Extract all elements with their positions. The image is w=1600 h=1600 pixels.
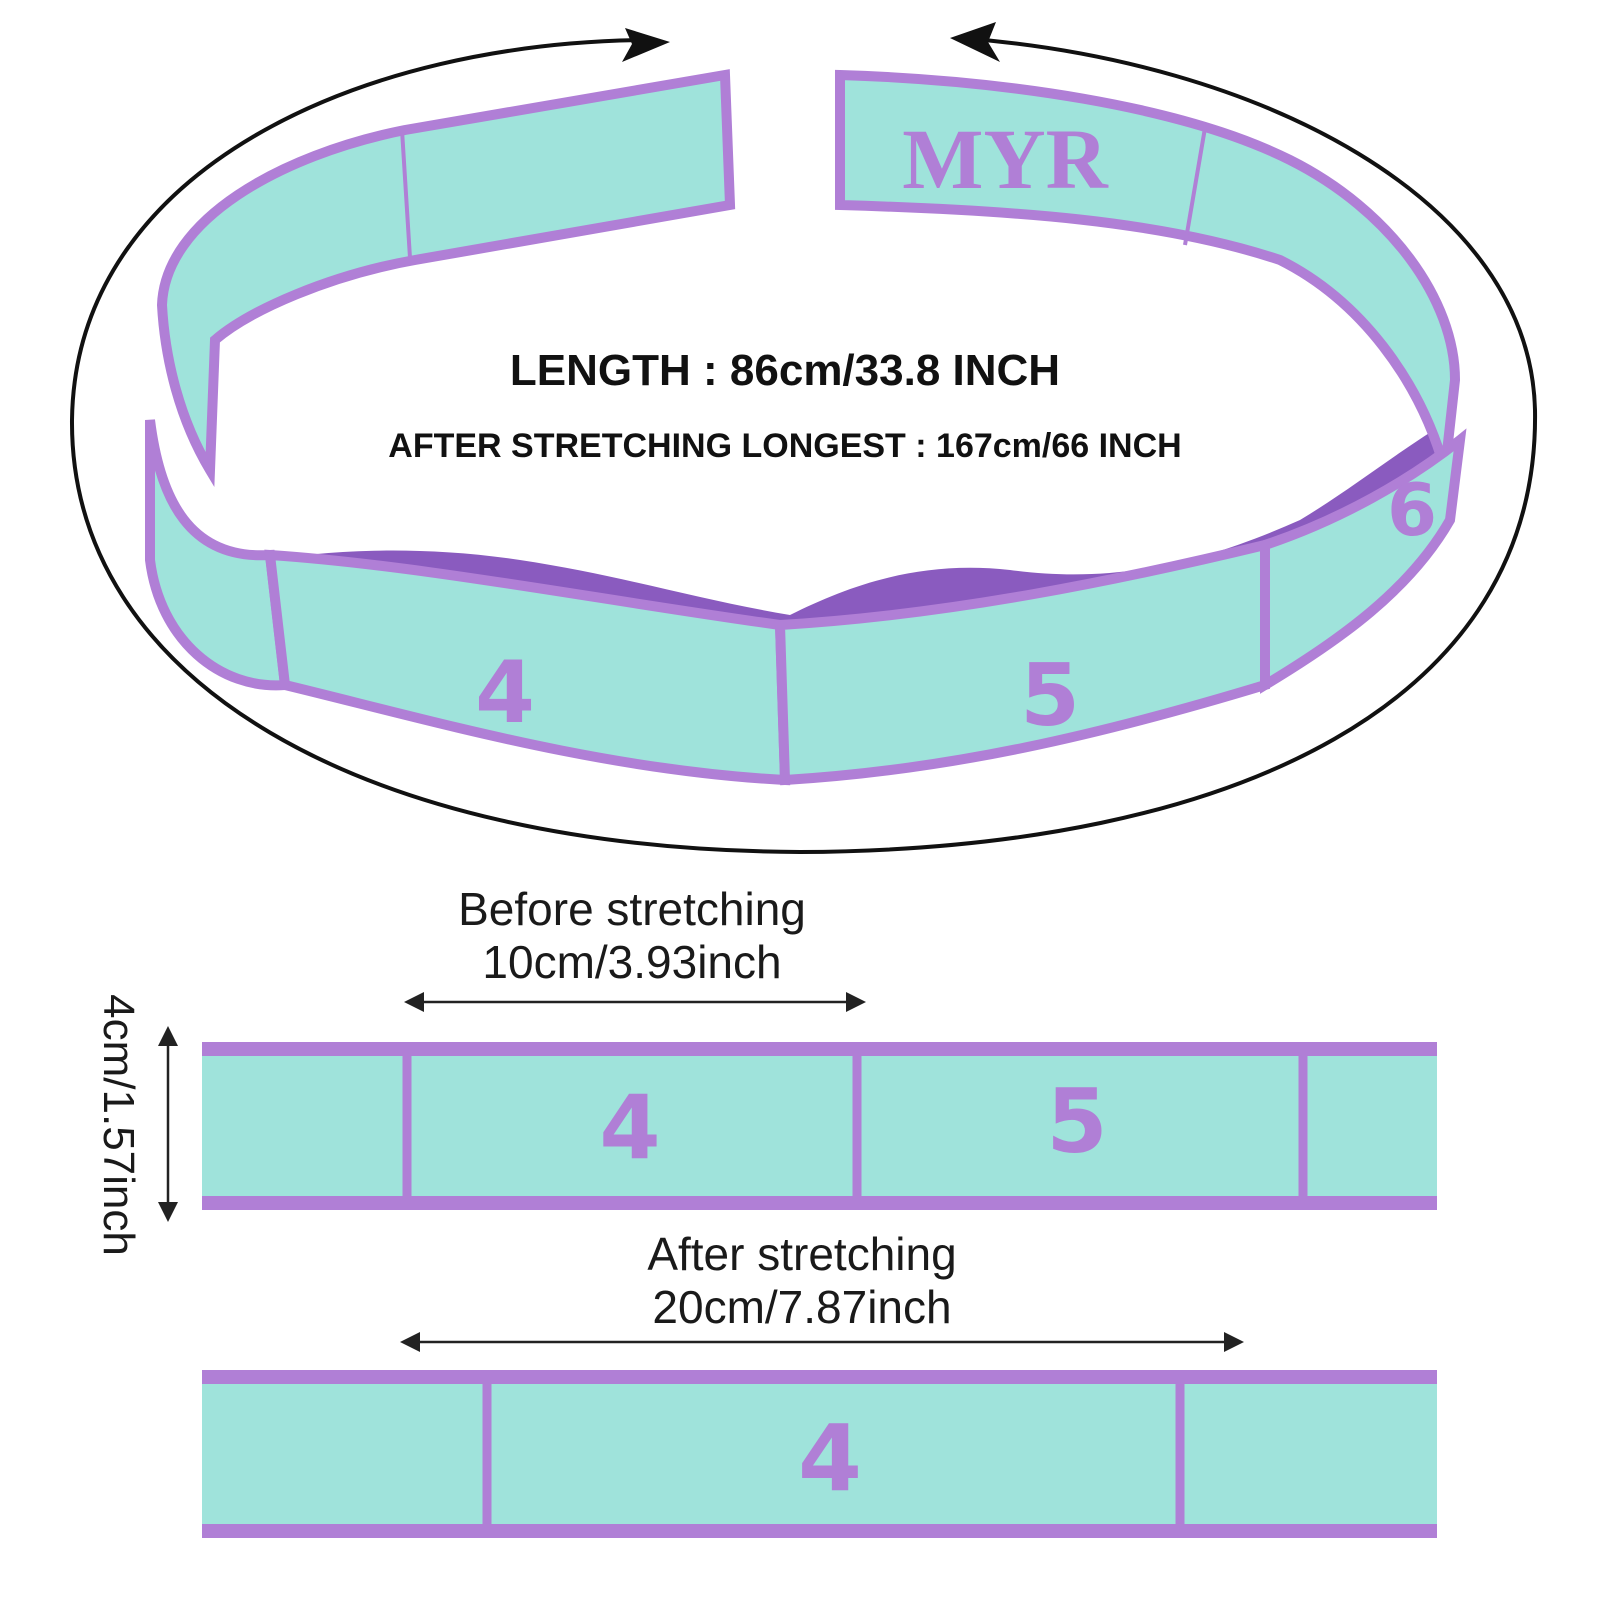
loop-number-6: 6 xyxy=(1387,468,1437,552)
before-number-4: 4 xyxy=(599,1076,660,1179)
loop-number-4: 4 xyxy=(475,643,535,743)
band-right-back xyxy=(835,69,1461,472)
loop-band: 4 5 6 MYR xyxy=(145,69,1467,786)
after-value: 20cm/7.87inch xyxy=(652,1281,951,1333)
band-panel-6 xyxy=(1260,428,1467,694)
before-number-5: 5 xyxy=(1046,1070,1107,1173)
before-value: 10cm/3.93inch xyxy=(482,936,781,988)
circumference-outline xyxy=(69,22,1538,855)
width-label: 4cm/1.57inch xyxy=(94,994,143,1256)
band-seam xyxy=(1183,127,1207,246)
before-stretching-section: Before stretching 10cm/3.93inch 4 5 4cm/… xyxy=(94,883,1437,1256)
after-stretching-section: After stretching 20cm/7.87inch 4 xyxy=(202,1228,1437,1538)
band-strip-before: 4 5 xyxy=(202,1042,1437,1210)
length-heading: LENGTH : 86cm/33.8 INCH xyxy=(510,346,1060,395)
band-left-back xyxy=(156,69,736,487)
stretch-max-heading: AFTER STRETCHING LONGEST : 167cm/66 INCH xyxy=(388,427,1181,465)
before-label: Before stretching xyxy=(458,883,806,935)
arrow-left-icon xyxy=(622,28,670,62)
loop-number-5: 5 xyxy=(1020,646,1080,746)
after-label: After stretching xyxy=(647,1228,956,1280)
band-seam xyxy=(400,129,412,259)
band-strip-after: 4 xyxy=(202,1370,1437,1538)
brand-logo: MYR xyxy=(902,111,1108,207)
after-number-4: 4 xyxy=(798,1405,862,1512)
arrow-right-icon xyxy=(950,22,1000,62)
